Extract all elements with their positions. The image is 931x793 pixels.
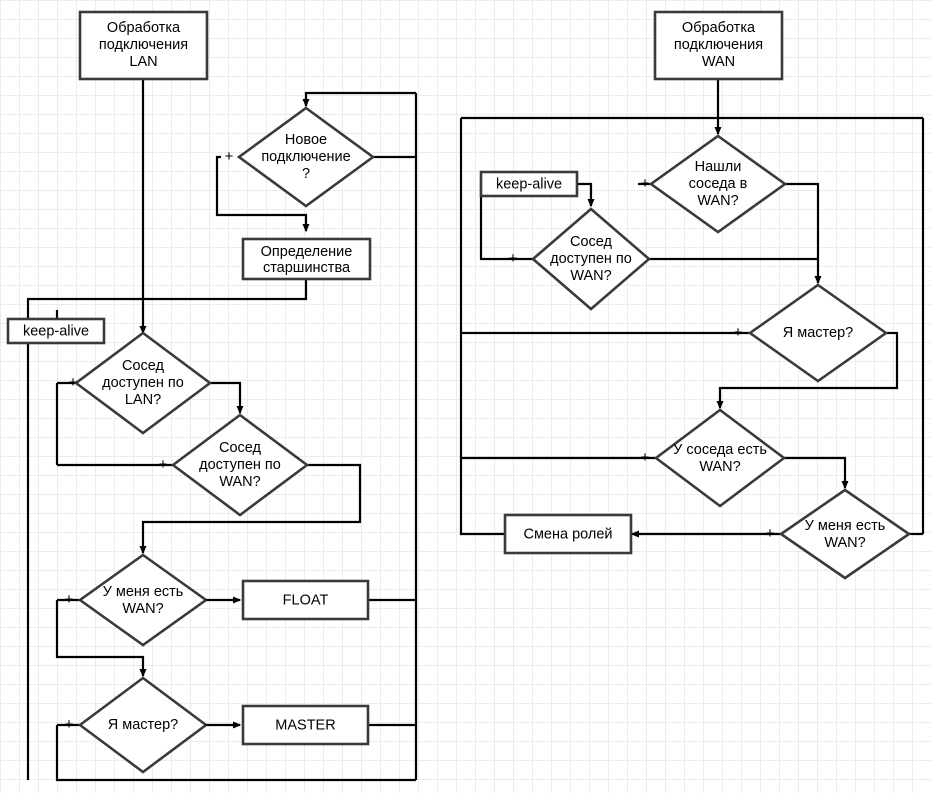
label-right-neighbor-wan-no: - bbox=[656, 250, 661, 267]
right-am-master-label: Я мастер? bbox=[783, 325, 853, 341]
lan-start-line-2: подключения bbox=[99, 37, 188, 53]
node-i-have-wan-right[interactable]: У меня есть WAN? bbox=[778, 488, 912, 580]
seniority-line-2: старшинства bbox=[263, 260, 351, 276]
left-flow-edges bbox=[26, 79, 418, 782]
node-have-wan-lan-flow[interactable]: У меня есть WAN? bbox=[77, 553, 209, 647]
seniority-line-1: Определение bbox=[261, 244, 353, 260]
edge-found-neighbor-no bbox=[784, 182, 822, 285]
node-keepalive-lan[interactable]: keep-alive bbox=[6, 317, 106, 345]
label-right-am-master-yes: + bbox=[734, 324, 743, 341]
node-neighbor-wan-lan-flow[interactable]: Сосед доступен по WAN? bbox=[170, 413, 310, 517]
edge-left-rail-right-flow bbox=[459, 118, 505, 536]
label-found-neighbor-no: - bbox=[792, 175, 797, 192]
found-neighbor-line-3: WAN? bbox=[697, 193, 738, 209]
label-am-master-no: - bbox=[205, 716, 210, 733]
wan-start-line-2: подключения bbox=[674, 37, 763, 53]
edge-new-connection-yes bbox=[215, 155, 310, 233]
edge-loop-top-into-new-connection bbox=[302, 91, 416, 108]
label-new-connection-yes: + bbox=[225, 148, 234, 165]
neighbor-lan-line-3: LAN? bbox=[125, 392, 161, 408]
label-neighbor-has-wan-yes: + bbox=[641, 449, 650, 466]
label-new-connection-no: - bbox=[381, 148, 386, 165]
float-label: FLOAT bbox=[283, 592, 329, 608]
node-new-connection[interactable]: Новое подключение ? bbox=[236, 106, 376, 208]
node-role-change[interactable]: Смена ролей bbox=[503, 513, 633, 555]
neighbor-wan-line-2: доступен по bbox=[199, 457, 281, 473]
found-neighbor-line-2: соседа в bbox=[689, 176, 748, 192]
node-wan-start[interactable]: Обработка подключения WAN bbox=[653, 10, 784, 81]
node-keepalive-wan[interactable]: keep-alive bbox=[479, 170, 579, 198]
label-found-neighbor-yes: + bbox=[641, 175, 650, 192]
neighbor-has-wan-line-1: У соседа есть bbox=[673, 442, 767, 458]
edge-right-am-master-no bbox=[716, 331, 899, 410]
edge-neighbor-has-wan-no bbox=[783, 456, 849, 490]
node-float-state[interactable]: FLOAT bbox=[241, 579, 370, 621]
label-am-master-yes: + bbox=[65, 716, 74, 733]
label-i-have-wan-yes: + bbox=[766, 525, 775, 542]
i-have-wan-line-2: WAN? bbox=[824, 535, 865, 551]
right-neighbor-wan-line-1: Сосед bbox=[570, 234, 613, 250]
neighbor-lan-line-1: Сосед bbox=[122, 358, 165, 374]
new-connection-line-1: Новое bbox=[285, 132, 327, 148]
node-found-neighbor-wan[interactable]: Нашли соседа в WAN? bbox=[648, 134, 788, 234]
have-wan-line-2: WAN? bbox=[122, 601, 163, 617]
label-have-wan-no: - bbox=[205, 591, 210, 608]
lan-start-line-1: Обработка bbox=[107, 20, 181, 36]
edge-am-master-yes-path bbox=[55, 725, 416, 782]
node-lan-start[interactable]: Обработка подключения LAN bbox=[78, 10, 209, 81]
edge-keepalive-wan-loop bbox=[479, 177, 508, 261]
label-neighbor-has-wan-no: - bbox=[791, 449, 796, 466]
neighbor-wan-line-1: Сосед bbox=[219, 440, 262, 456]
keepalive-lan-label: keep-alive bbox=[23, 323, 89, 339]
label-right-am-master-no: - bbox=[893, 324, 898, 341]
edge-keepalive-wan-to-neighbor bbox=[578, 182, 595, 208]
neighbor-lan-line-2: доступен по bbox=[102, 375, 184, 391]
wan-start-line-1: Обработка bbox=[682, 20, 756, 36]
right-neighbor-wan-line-3: WAN? bbox=[570, 268, 611, 284]
new-connection-line-2: подключение bbox=[261, 149, 350, 165]
found-neighbor-line-1: Нашли bbox=[695, 159, 742, 175]
new-connection-line-3: ? bbox=[302, 166, 310, 182]
edge-seniority-down bbox=[26, 279, 308, 780]
edge-neighbor-lan-no bbox=[199, 381, 244, 415]
am-master-label: Я мастер? bbox=[108, 717, 178, 733]
label-right-neighbor-wan-yes: + bbox=[509, 250, 518, 267]
label-neighbor-wan-no: - bbox=[314, 456, 319, 473]
role-change-label: Смена ролей bbox=[523, 526, 612, 542]
label-neighbor-lan-no: - bbox=[217, 374, 222, 391]
node-neighbor-has-wan[interactable]: У соседа есть WAN? bbox=[653, 408, 787, 508]
label-i-have-wan-no: - bbox=[916, 525, 921, 542]
have-wan-line-1: У меня есть bbox=[103, 584, 184, 600]
label-neighbor-wan-yes: + bbox=[159, 456, 168, 473]
right-neighbor-wan-line-2: доступен по bbox=[550, 251, 632, 267]
node-neighbor-lan[interactable]: Сосед доступен по LAN? bbox=[73, 331, 213, 435]
neighbor-has-wan-line-2: WAN? bbox=[699, 459, 740, 475]
label-neighbor-lan-yes: + bbox=[69, 374, 78, 391]
edge-neighbor-wan-no bbox=[139, 463, 362, 555]
node-am-master-lan-flow[interactable]: Я мастер? bbox=[77, 676, 209, 774]
lan-start-line-3: LAN bbox=[129, 54, 157, 70]
node-master-state[interactable]: MASTER bbox=[241, 704, 370, 746]
edge-have-wan-yes-path bbox=[55, 600, 147, 678]
right-flow-edges bbox=[459, 79, 925, 538]
node-am-master-wan-flow[interactable]: Я мастер? bbox=[747, 283, 889, 383]
master-label: MASTER bbox=[275, 717, 335, 733]
wan-start-line-3: WAN bbox=[702, 54, 735, 70]
node-neighbor-wan-right[interactable]: Сосед доступен по WAN? bbox=[531, 207, 651, 311]
label-have-wan-yes: + bbox=[65, 591, 74, 608]
node-seniority[interactable]: Определение старшинства bbox=[241, 237, 372, 281]
keepalive-wan-label: keep-alive bbox=[496, 176, 562, 192]
i-have-wan-line-1: У меня есть bbox=[805, 518, 886, 534]
neighbor-wan-line-3: WAN? bbox=[219, 474, 260, 490]
